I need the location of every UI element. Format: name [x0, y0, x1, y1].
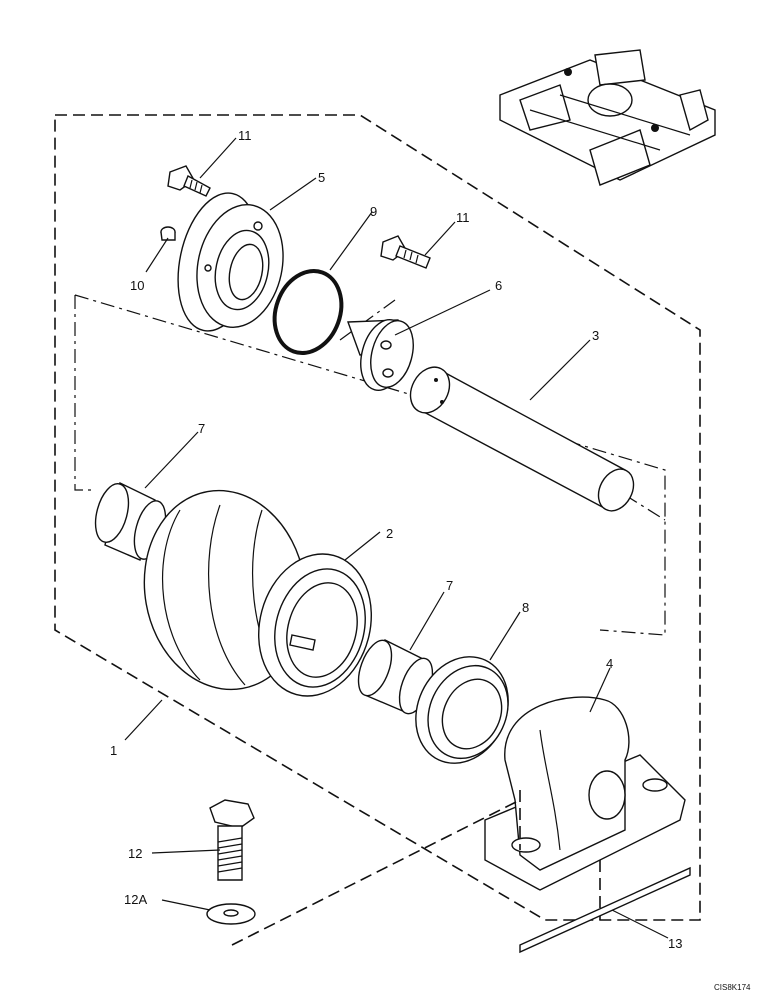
- callout-11-upper: 11: [238, 128, 252, 143]
- callout-4: 4: [606, 656, 613, 671]
- shaft-3: [409, 366, 635, 512]
- roller-2: [143, 489, 372, 697]
- thrust-plate-6: [347, 319, 414, 391]
- callout-5: 5: [318, 170, 325, 185]
- seal-8: [415, 656, 509, 764]
- callout-11-right: 11: [456, 210, 470, 225]
- callout-12: 12: [128, 846, 142, 861]
- end-cap-5: [177, 192, 284, 332]
- callout-6: 6: [495, 278, 502, 293]
- shim-13: [519, 866, 691, 954]
- callout-10: 10: [130, 278, 144, 293]
- washer-12a: [206, 903, 256, 925]
- figure-code: CIS8K174: [714, 983, 751, 992]
- pin-axis-line: [339, 299, 666, 521]
- callout-7-left: 7: [198, 421, 205, 436]
- callout-7-right: 7: [446, 578, 453, 593]
- callout-9: 9: [370, 204, 377, 219]
- callout-3: 3: [592, 328, 599, 343]
- frame-thumbnail: [499, 49, 716, 186]
- assembly-boundary: [54, 114, 701, 921]
- callout-1: 1: [110, 743, 117, 758]
- plug-10: [160, 226, 176, 241]
- callout-12a: 12A: [124, 892, 147, 907]
- bolt-12: [209, 799, 255, 881]
- o-ring-9: [272, 269, 344, 355]
- bolt-11-right: [380, 235, 431, 269]
- callout-2: 2: [386, 526, 393, 541]
- bracket-4: [484, 696, 686, 891]
- leader-lines: [124, 137, 669, 939]
- bolt-11-upper: [167, 165, 211, 197]
- callout-8: 8: [522, 600, 529, 615]
- bolt-axis-line: [231, 790, 601, 946]
- callout-13: 13: [668, 936, 682, 951]
